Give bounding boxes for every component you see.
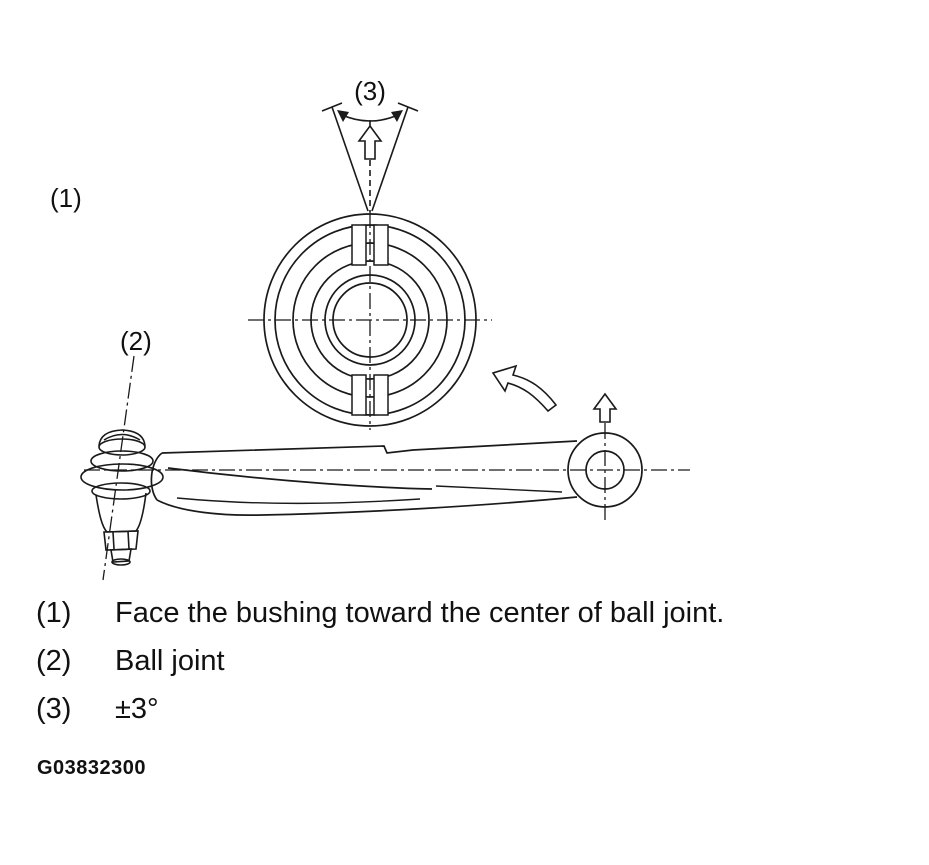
ball-joint-ring bbox=[90, 450, 154, 472]
centerlines bbox=[84, 319, 690, 581]
legend-ref: (3) bbox=[36, 693, 72, 725]
control-arm-eye-bore bbox=[585, 450, 625, 490]
ball-joint-nut-facet bbox=[127, 530, 130, 550]
legend: (1) Face the bushing toward the center o… bbox=[36, 596, 724, 740]
legend-ref: (1) bbox=[36, 597, 72, 629]
ball-joint-boot-top bbox=[91, 482, 151, 500]
legend-ref: (2) bbox=[36, 645, 72, 677]
callout-1: (1) bbox=[50, 183, 82, 213]
ball-joint bbox=[80, 429, 164, 566]
control-arm-fold-line bbox=[435, 485, 563, 493]
angle-tick-left bbox=[321, 102, 343, 112]
ball-joint-nut bbox=[103, 530, 139, 551]
ball-joint-cap bbox=[98, 429, 146, 447]
bushing-slot bbox=[351, 374, 367, 416]
angle-arc bbox=[339, 113, 401, 122]
ball-joint-cap-ridge bbox=[103, 433, 141, 441]
legend-text: Ball joint bbox=[115, 645, 225, 677]
up-arrow-icon bbox=[592, 392, 618, 423]
ball-joint-ring bbox=[98, 438, 146, 456]
control-arm-eye-outer bbox=[567, 432, 643, 508]
control-arm-fold-line bbox=[167, 467, 433, 490]
control-arm-fold-line bbox=[176, 497, 421, 505]
control-arm-left-cap bbox=[150, 452, 163, 501]
control-arm-bottom-edge bbox=[156, 496, 578, 516]
angle-tick-right bbox=[397, 102, 419, 112]
control-arm-top-edge bbox=[161, 440, 578, 454]
ball-joint-nut-facet bbox=[112, 531, 115, 550]
legend-item: (2) Ball joint bbox=[36, 644, 724, 678]
control-arm bbox=[150, 432, 643, 516]
bushing-slot bbox=[373, 224, 389, 266]
ball-joint-axis-line bbox=[102, 355, 135, 581]
legend-text: ±3° bbox=[115, 693, 159, 725]
ball-joint-stud-end bbox=[111, 558, 131, 566]
legend-item: (1) Face the bushing toward the center o… bbox=[36, 596, 724, 630]
callout-2: (2) bbox=[120, 326, 152, 356]
legend-item: (3) ±3° bbox=[36, 692, 724, 726]
angle-arc-arrowhead-left bbox=[337, 110, 349, 122]
up-arrow-icon bbox=[357, 124, 383, 160]
angle-leg-left bbox=[331, 106, 369, 212]
angle-leg-right bbox=[371, 106, 409, 212]
arrows bbox=[491, 364, 618, 423]
bushing-slot bbox=[373, 374, 389, 416]
angle-arc-arrowhead-right bbox=[391, 110, 403, 122]
callout-3: (3) bbox=[354, 76, 386, 106]
legend-text: Face the bushing toward the center of ba… bbox=[115, 597, 725, 629]
rotation-arrow-icon bbox=[491, 364, 558, 413]
bushing-slots bbox=[351, 224, 389, 416]
bushing-front-view bbox=[263, 212, 477, 430]
figure-code: G03832300 bbox=[37, 757, 147, 779]
angle-indicator bbox=[321, 102, 419, 212]
bushing-slot bbox=[351, 224, 367, 266]
ball-joint-flange bbox=[80, 463, 164, 491]
